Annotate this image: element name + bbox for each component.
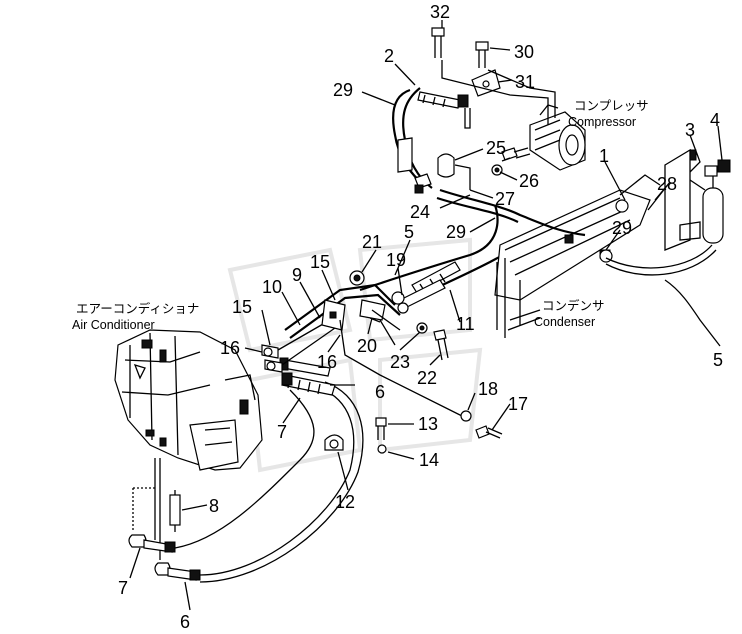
callout-26: 26 <box>519 171 539 191</box>
callout-24: 24 <box>410 202 430 222</box>
callout-15-left: 15 <box>232 297 252 317</box>
callout-17: 17 <box>508 394 528 414</box>
compressor-fasteners <box>431 27 556 176</box>
callout-22: 22 <box>417 368 437 388</box>
callout-29-mid: 29 <box>446 222 466 242</box>
callout-30: 30 <box>514 42 534 62</box>
callout-16-left: 16 <box>220 338 240 358</box>
callout-19: 19 <box>386 250 406 270</box>
callout-7-bottom: 7 <box>118 578 128 598</box>
callout-numbers: 32 30 2 31 29 25 1 3 4 26 28 27 24 29 29… <box>118 2 723 632</box>
compressor <box>529 104 586 171</box>
callout-13: 13 <box>418 414 438 434</box>
callout-8: 8 <box>209 496 219 516</box>
callout-12: 12 <box>335 492 355 512</box>
condenser-label-en: Condenser <box>534 315 595 329</box>
callout-7-mid: 7 <box>277 422 287 442</box>
callout-29-right: 29 <box>612 218 632 238</box>
callout-32: 32 <box>430 2 450 22</box>
compressor-hoses <box>392 87 586 237</box>
callout-25: 25 <box>486 138 506 158</box>
callout-23: 23 <box>390 352 410 372</box>
condenser-label-jp: コンデンサ <box>542 298 605 313</box>
receiver-drier <box>605 148 731 276</box>
drain-hoses <box>128 458 201 581</box>
callout-9: 9 <box>292 265 302 285</box>
callout-18: 18 <box>478 379 498 399</box>
callout-20: 20 <box>357 336 377 356</box>
callout-14: 14 <box>419 450 439 470</box>
callout-5-right: 5 <box>713 350 723 370</box>
callout-5-top: 5 <box>404 222 414 242</box>
callout-21: 21 <box>362 232 382 252</box>
callout-2: 2 <box>384 46 394 66</box>
callout-31: 31 <box>515 72 535 92</box>
fittings-left <box>261 319 336 373</box>
callout-11: 11 <box>456 314 475 334</box>
condenser <box>494 174 661 338</box>
callout-10: 10 <box>262 277 282 297</box>
component-labels: コンプレッサ Compressor コンデンサ Condenser エアーコンデ… <box>72 99 649 332</box>
callout-3: 3 <box>685 120 695 140</box>
callout-28: 28 <box>657 174 677 194</box>
air-conditioner-label-en: Air Conditioner <box>72 318 155 332</box>
callout-29-top: 29 <box>333 80 353 100</box>
leader-lines <box>129 20 723 611</box>
air-conditioner-label-jp: エアーコンディショナ <box>76 301 199 316</box>
bolts-and-washers <box>375 322 503 454</box>
callout-4: 4 <box>710 110 720 130</box>
callout-6-bottom: 6 <box>180 612 190 632</box>
compressor-label-en: Compressor <box>568 115 636 129</box>
callout-6-mid: 6 <box>375 382 385 402</box>
air-conditioner-unit <box>114 329 263 471</box>
callout-15-top: 15 <box>310 252 330 272</box>
callout-1: 1 <box>599 146 609 166</box>
callout-16-mid: 16 <box>317 352 337 372</box>
callout-27: 27 <box>495 189 515 209</box>
central-manifold <box>284 283 471 421</box>
compressor-label-jp: コンプレッサ <box>574 99 649 113</box>
hose-assemblies <box>174 357 364 583</box>
